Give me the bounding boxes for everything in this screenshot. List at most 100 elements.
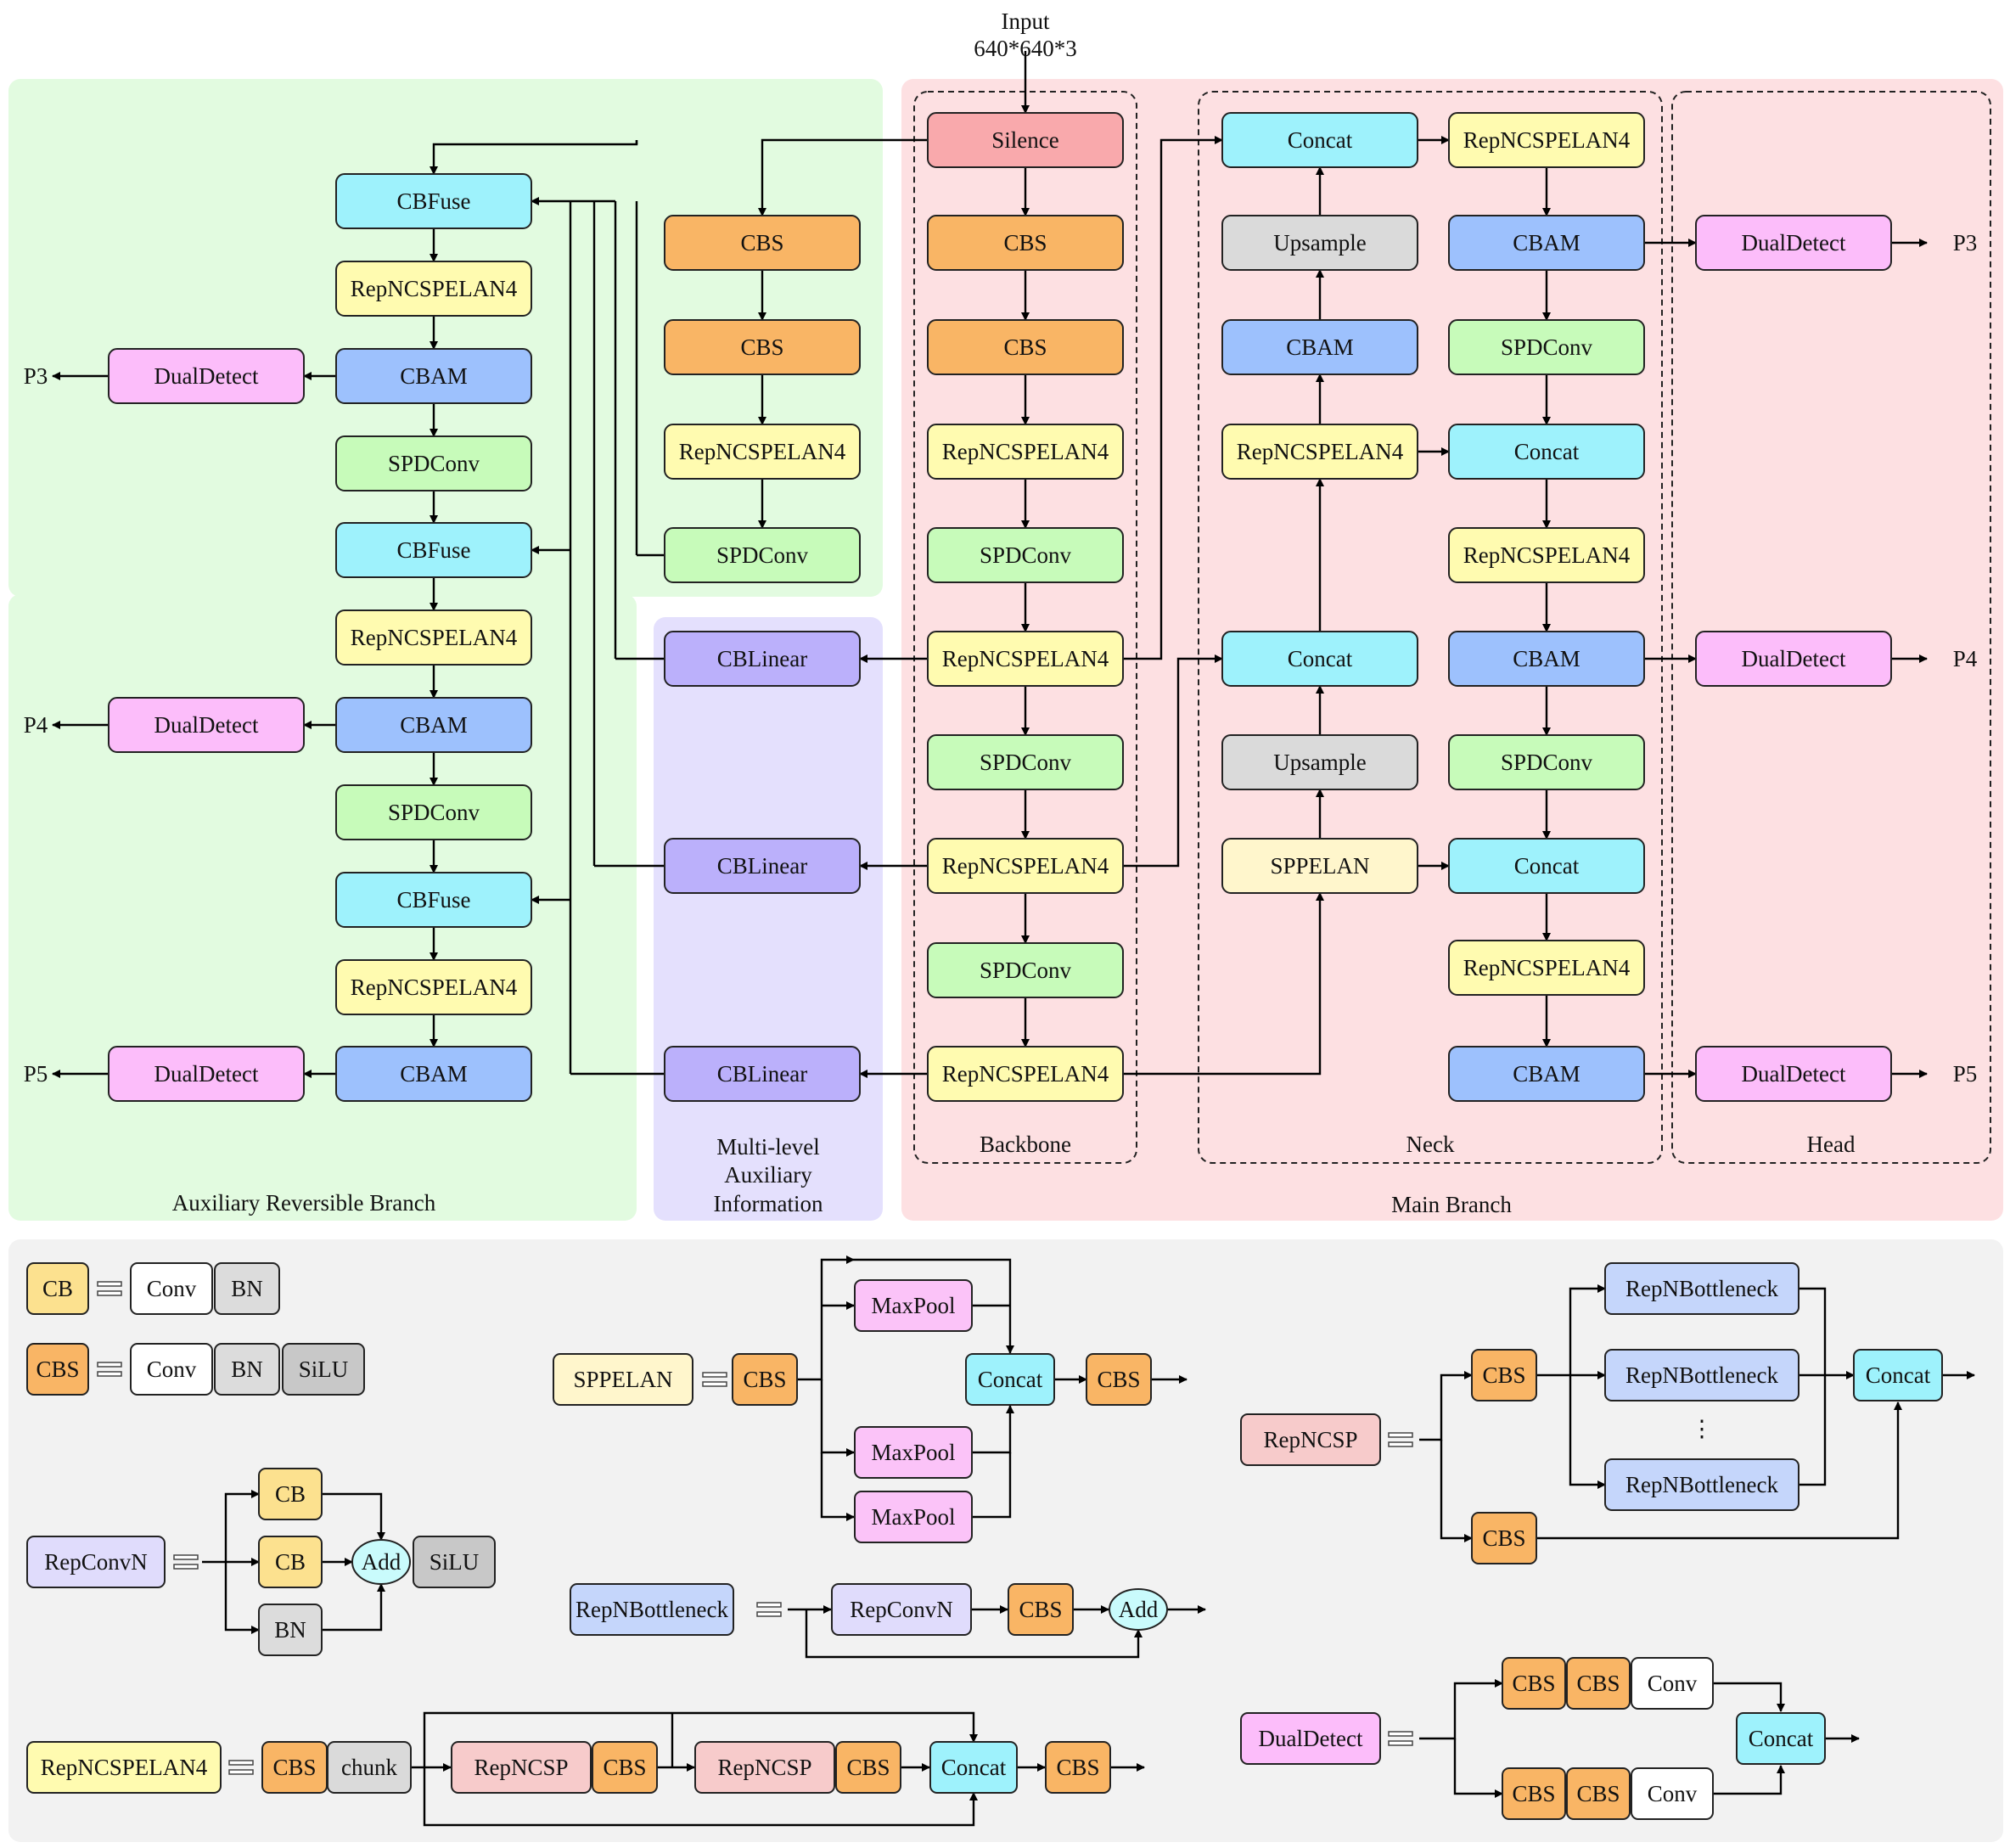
legend-repconvn-cb-1: CB [258, 1468, 323, 1520]
legend-dd-conv-1: Conv [1631, 1657, 1714, 1710]
head-dual-p4: DualDetect [1695, 631, 1892, 687]
backbone-cbs-2-label: CBS [1003, 334, 1047, 360]
neck-r-rep4-3-label: RepNCSPELAN4 [1463, 955, 1631, 980]
cblinear-2: CBLinear [664, 838, 861, 894]
legend-rep4-repncsp-1: RepNCSP [451, 1741, 592, 1794]
aux-dual-p4-label: DualDetect [154, 712, 259, 738]
backbone-rep4-1: RepNCSPELAN4 [927, 424, 1124, 480]
aux-col-spdconv-7-label: SPDConv [388, 800, 480, 825]
neck-rep4-1-label: RepNCSPELAN4 [1237, 439, 1404, 464]
backbone-rep4-3-label: RepNCSPELAN4 [942, 853, 1109, 879]
backbone-cbs-1-label: CBS [1003, 230, 1047, 256]
input-title: Input [1002, 8, 1050, 34]
aux-cbs-1: CBS [664, 215, 861, 271]
neck-cbam-1-label: CBAM [1286, 334, 1354, 360]
neck-upsample-1-label: Upsample [1273, 230, 1366, 256]
legend-dd-concat: Concat [1736, 1712, 1826, 1765]
head-dual-p5: DualDetect [1695, 1046, 1892, 1102]
legend-sppelan-maxpool-3: MaxPool [854, 1491, 973, 1543]
legend-repconvn-silu-label: SiLU [430, 1549, 480, 1575]
neck-r-concat-1-label: Concat [1514, 439, 1580, 464]
backbone-rep4-4-label: RepNCSPELAN4 [942, 1061, 1109, 1087]
backbone-rep4-4: RepNCSPELAN4 [927, 1046, 1124, 1102]
head-dual-p5-label: DualDetect [1742, 1061, 1846, 1087]
rcn-down [224, 1562, 260, 1634]
legend-sppelan-concat: Concat [965, 1353, 1055, 1406]
legend-sppelan-cbs-2: CBS [1086, 1353, 1152, 1406]
head-p4-label: P4 [1953, 646, 1978, 671]
aux-p4-label: P4 [24, 712, 48, 738]
legend-cb-label: CB [42, 1276, 73, 1301]
rep4-bot [423, 1767, 978, 1827]
legend-repncsp: RepNCSP [1240, 1413, 1381, 1466]
cblinear-2-label: CBLinear [717, 853, 807, 879]
neck-sppelan-label: SPPELAN [1270, 853, 1369, 879]
aux-p5-label: P5 [24, 1061, 48, 1087]
neck-r-spdconv-2-label: SPDConv [1501, 750, 1593, 775]
cblinear-3-label: CBLinear [717, 1061, 807, 1087]
legend-cbs-label: CBS [36, 1357, 79, 1382]
head-label: Head [1807, 1132, 1856, 1157]
silence-to-aux-cbs [758, 138, 928, 216]
rncsp-in [1419, 1371, 1473, 1441]
aux-dual-p3-label: DualDetect [154, 363, 259, 389]
cblinear-1: CBLinear [664, 631, 861, 687]
neck-r-cbam-2: CBAM [1448, 631, 1645, 687]
aux-col-cbam-6-label: CBAM [400, 712, 468, 738]
backbone-spdconv-2: SPDConv [927, 734, 1124, 790]
legend-rep4-repncsp-1-label: RepNCSP [474, 1755, 568, 1780]
legend-cb-conv-label: Conv [147, 1276, 197, 1301]
cblinear-1-label: CBLinear [717, 646, 807, 671]
rncsp-to-rb3 [1569, 1375, 1606, 1489]
spp-mp3 [972, 1452, 1012, 1519]
legend-rb-repconvn: RepConvN [831, 1583, 972, 1636]
neck-label: Neck [1406, 1132, 1455, 1157]
legend-repncsp-cbs-1-label: CBS [1482, 1362, 1525, 1388]
backbone-to-concat-2 [1123, 654, 1223, 868]
legend-rep4-concat: Concat [929, 1741, 1018, 1794]
legend-rep4-cbs-4: CBS [1045, 1741, 1111, 1794]
backbone-spdconv-1-label: SPDConv [980, 542, 1072, 568]
legend-cbs-bn-label: BN [231, 1357, 263, 1382]
neck-concat-1-label: Concat [1288, 127, 1353, 153]
dd-in-2 [1453, 1738, 1503, 1798]
aux-col-cbfuse-4: CBFuse [335, 522, 532, 578]
aux-cbs-2-label: CBS [740, 334, 783, 360]
aux-spdconv-0: SPDConv [664, 527, 861, 583]
legend-cbs-conv: Conv [130, 1343, 213, 1396]
main-branch-label: Main Branch [1391, 1192, 1512, 1217]
neck-r-cbam-3: CBAM [1448, 1046, 1645, 1102]
neck-r-rep4-1: RepNCSPELAN4 [1448, 112, 1645, 168]
aux-col-cbfuse-8-label: CBFuse [396, 887, 470, 913]
neck-r-rep4-1-label: RepNCSPELAN4 [1463, 127, 1631, 153]
neck-sppelan: SPPELAN [1221, 838, 1418, 894]
legend-rncsp-rb-2-label: RepNBottleneck [1625, 1362, 1778, 1388]
legend-rep4-cbs-4-label: CBS [1056, 1755, 1099, 1780]
legend-rb-cbs: CBS [1008, 1583, 1074, 1636]
legend-rncsp-rb-3: RepNBottleneck [1604, 1458, 1799, 1511]
legend-rncsp-concat: Concat [1853, 1349, 1943, 1401]
legend-repconvn-cb-2: CB [258, 1536, 323, 1588]
legend-repncsp-cbs-1: CBS [1471, 1349, 1537, 1401]
legend-cb-bn-label: BN [231, 1276, 263, 1301]
aux-rep4-0: RepNCSPELAN4 [664, 424, 861, 480]
legend-rb-add: Add [1109, 1588, 1168, 1631]
rcn-cb1-add [322, 1492, 385, 1541]
legend-repconvn-cb-2-label: CB [275, 1549, 306, 1575]
rb-skip [805, 1609, 1143, 1659]
backbone-rep4-1-label: RepNCSPELAN4 [942, 439, 1109, 464]
backbone-rep4-2: RepNCSPELAN4 [927, 631, 1124, 687]
aux-col-spdconv-7: SPDConv [335, 784, 532, 840]
head-dual-p4-label: DualDetect [1742, 646, 1846, 671]
aux-col-rep4-1-label: RepNCSPELAN4 [351, 276, 518, 301]
legend-rep4-repncsp-2: RepNCSP [694, 1741, 835, 1794]
head-dual-p3-label: DualDetect [1742, 230, 1846, 256]
input-size: 640*640*3 [974, 36, 1077, 61]
legend-rep4: RepNCSPELAN4 [26, 1741, 222, 1794]
legend-rep4-eq [228, 1760, 254, 1775]
legend-repconvn-add-label: Add [362, 1549, 401, 1575]
legend-rb-add-label: Add [1119, 1597, 1159, 1622]
legend-sppelan-cbs-1: CBS [732, 1353, 798, 1406]
legend-rep4-cbs-2-label: CBS [603, 1755, 646, 1780]
legend-rep4-cbs-3: CBS [835, 1741, 901, 1794]
